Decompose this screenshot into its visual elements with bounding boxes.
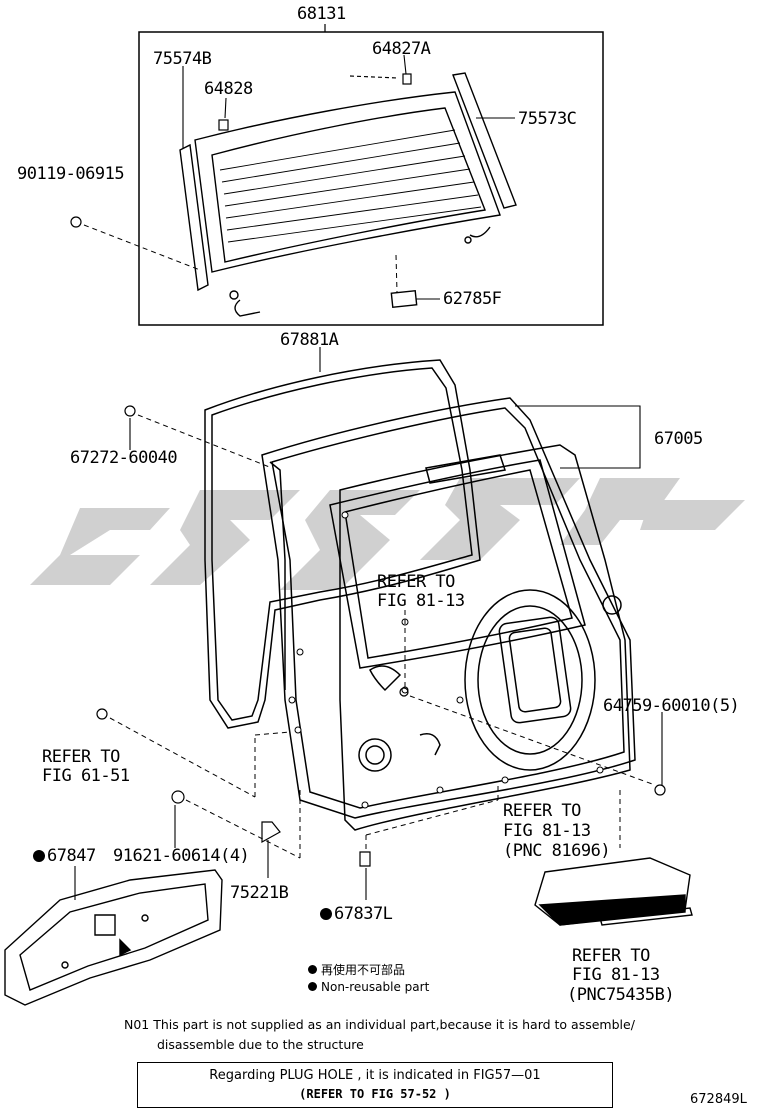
refer-pnc-75435b-line3: (PNC75435B) [567, 985, 675, 1005]
note-n01-line2: disassemble due to the structure [157, 1037, 364, 1052]
part-label-90119-06915: 90119-06915 [17, 164, 125, 184]
refer-pnc-75435b-line1: REFER TO [572, 946, 650, 966]
fasteners [96, 405, 666, 867]
dashed-leaders-main [109, 414, 656, 859]
refer-fig-61-51-line2: FIG 61-51 [42, 766, 130, 786]
part-label-68131: 68131 [297, 4, 346, 24]
part-label-75574b: 75574B [153, 49, 212, 69]
stop-lamp-assembly [534, 857, 693, 926]
solid-leaders-top [182, 54, 515, 300]
note-n01-line1: N01 This part is not supplied as an indi… [124, 1017, 635, 1032]
part-label-67272-60040: 67272-60040 [70, 448, 178, 468]
watermark-logo [30, 478, 745, 590]
glass-clips [70, 73, 412, 228]
plug-hole-line1: Regarding PLUG HOLE , it is indicated in… [209, 1068, 541, 1083]
refer-pnc-81696-line1: REFER TO [503, 801, 581, 821]
part-label-64828: 64828 [204, 79, 253, 99]
plug-hole-notice: Regarding PLUG HOLE , it is indicated in… [137, 1062, 613, 1108]
part-label-91621-60614: 91621-60614(4) [113, 846, 250, 866]
weatherstrip [204, 359, 481, 729]
molding-strips [179, 72, 517, 292]
refer-pnc-81696-line3: (PNC 81696) [503, 841, 611, 861]
part-label-75573c: 75573C [518, 109, 577, 129]
refer-pnc-75435b-line2: FIG 81-13 [572, 965, 660, 985]
back-door-panel [261, 397, 636, 819]
refer-fig-81-13-line1: REFER TO [377, 572, 455, 592]
part-label-67005: 67005 [654, 429, 703, 449]
legend-bullet [308, 965, 317, 974]
part-label-64759-60010: 64759-60010(5) [603, 696, 740, 716]
plug-hole-line2: (REFER TO FIG 57-52 ) [299, 1087, 451, 1101]
door-outer-skin [339, 444, 631, 831]
reinforcement-panel [4, 869, 223, 1006]
legend-bullet [308, 982, 317, 991]
non-reusable-bullet [33, 850, 45, 862]
refer-fig-61-51-line1: REFER TO [42, 747, 120, 767]
part-label-67881a: 67881A [280, 330, 339, 350]
back-glass-inset-frame [138, 31, 604, 326]
legend-english: Non-reusable part [308, 980, 429, 994]
part-label-75221b: 75221B [230, 883, 289, 903]
solid-leaders-main [74, 405, 663, 900]
refer-pnc-81696-line2: FIG 81-13 [503, 821, 591, 841]
refer-fig-81-13-line2: FIG 81-13 [377, 591, 465, 611]
back-window-glass [194, 91, 501, 317]
dashed-leaders-top [83, 224, 398, 293]
part-label-64827a: 64827A [372, 39, 431, 59]
part-label-67837l: 67837L [320, 905, 393, 923]
non-reusable-bullet [320, 908, 332, 920]
part-label-67847: 67847 [33, 847, 96, 865]
part-label-62785f: 62785F [443, 289, 502, 309]
figure-id: 672849L [690, 1092, 747, 1107]
legend-japanese: 再使用不可部品 [308, 963, 405, 977]
